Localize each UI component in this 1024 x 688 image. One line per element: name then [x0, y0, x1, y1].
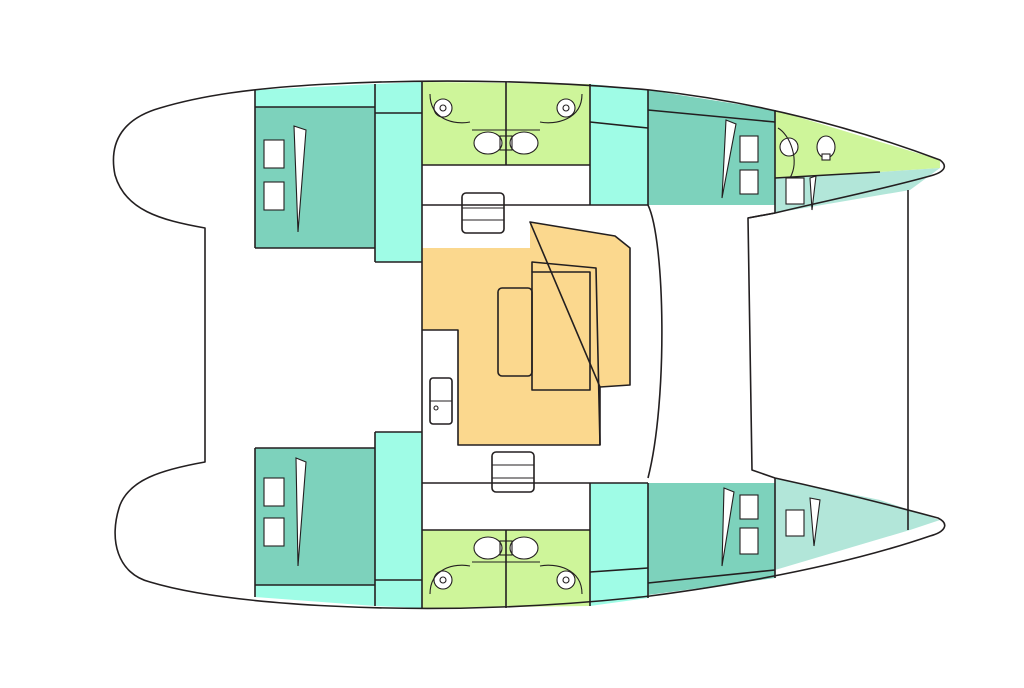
pillow-icon: [785, 177, 805, 205]
companionway-step-top: [461, 192, 505, 234]
port-dividers: [254, 82, 881, 330]
pillow-icon: [263, 181, 285, 211]
toilet-icon: [433, 570, 453, 590]
pillow-icon: [263, 517, 285, 547]
fwd-port-forepeak: [775, 168, 940, 213]
aft-port-storage: [375, 82, 422, 262]
starboard-heads-fixtures: [429, 536, 583, 595]
fwd-starboard-forepeak-fixtures: [785, 497, 821, 547]
port-heads-fixtures: [429, 93, 583, 155]
sink-icon: [473, 131, 503, 155]
aft-starboard-cabin-bottom: [255, 585, 375, 606]
starboard-dividers: [254, 330, 776, 608]
salon-settee-outline: [529, 221, 631, 388]
hull-outline: [112, 80, 946, 610]
toilet-icon: [556, 570, 576, 590]
toilet-icon: [433, 98, 453, 118]
salon-galley: [422, 192, 631, 493]
fwd-port-cabin: [721, 119, 759, 199]
salon-bulkhead-fwd: [647, 204, 663, 479]
salon-settee-back: [531, 261, 601, 446]
fwd-starboard-cabin: [721, 487, 759, 567]
salon-table-extension: [497, 287, 533, 377]
fwd-port-storage: [590, 84, 648, 205]
aft-starboard-cabin-bed: [255, 448, 375, 585]
aft-port-cabin-top: [255, 84, 375, 107]
sink-icon: [473, 536, 503, 560]
bed-sheet-fold: [721, 119, 737, 199]
aft-port-cabin: [263, 125, 307, 233]
fwd-port-head: [775, 110, 940, 178]
bed-sheet-fold: [293, 125, 307, 233]
aft-starboard-cabin: [263, 457, 307, 567]
starboard-hull: [255, 432, 940, 608]
pillow-icon: [785, 509, 805, 537]
bed-sheet-fold: [809, 497, 821, 547]
pillow-icon: [739, 527, 759, 555]
sink-drain-icon: [433, 405, 439, 411]
aft-starboard-storage: [375, 432, 422, 608]
galley-counter: [422, 329, 601, 446]
pillow-icon: [739, 135, 759, 163]
bed-sheet-fold: [721, 487, 735, 567]
sink-icon: [509, 131, 539, 155]
pillow-icon: [263, 139, 285, 169]
pillow-icon: [739, 169, 759, 195]
toilet-icon: [556, 98, 576, 118]
sink-icon: [509, 536, 539, 560]
companionway-step-bottom: [491, 451, 535, 493]
pillow-icon: [263, 477, 285, 507]
bed-sheet-fold: [809, 175, 817, 211]
aft-port-cabin-bed: [255, 107, 375, 248]
bed-sheet-fold: [295, 457, 307, 567]
fwd-starboard-storage: [590, 483, 648, 606]
fwd-port-head-fixtures: [777, 127, 836, 211]
pillow-icon: [739, 494, 759, 520]
